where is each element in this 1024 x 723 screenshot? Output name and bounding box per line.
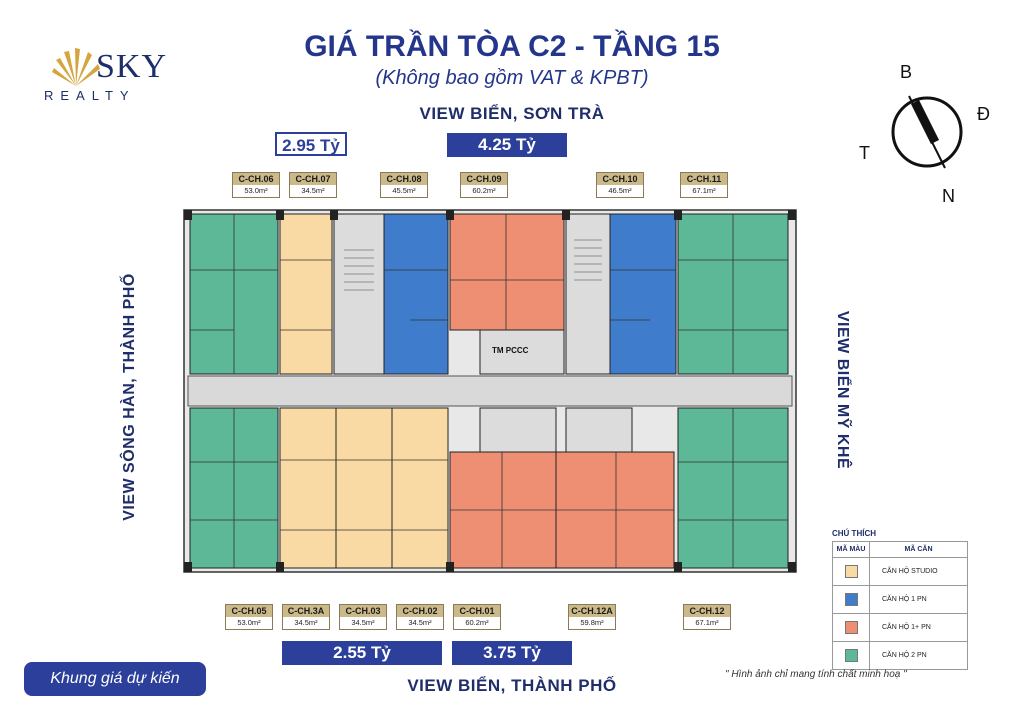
stair-core-bottom [565, 407, 633, 453]
unit-ch07 [279, 213, 333, 375]
legend-label: CĂN HỘ 1 PN [869, 585, 968, 614]
logo-subtext: REALTY [44, 88, 136, 103]
view-label-bottom: VIEW BIỂN, THÀNH PHỐ [407, 676, 617, 695]
compass-north: B [900, 62, 913, 82]
compass-south: N [942, 186, 955, 206]
core-pccc [479, 329, 565, 375]
legend-label: CĂN HỘ 1+ PN [869, 613, 968, 642]
legend-col-type: MÃ CĂN [869, 541, 968, 558]
unit-ch03 [335, 407, 393, 569]
legend-row: CĂN HỘ STUDIO [832, 557, 968, 586]
stair-core-right [565, 213, 611, 375]
core-label: TM PCCC [492, 346, 529, 355]
legend-label: CĂN HỘ STUDIO [869, 557, 968, 586]
unit-ch02 [391, 407, 449, 569]
disclaimer-note: " Hình ảnh chỉ mang tính chất minh hoạ " [725, 669, 907, 680]
price-top-right: 4.25 Tỷ [447, 133, 567, 157]
page-subtitle: (Không bao gồm VAT & KPBT) [375, 67, 649, 89]
price-bottom-right: 3.75 Tỷ [452, 641, 572, 665]
view-label-top: VIEW BIỂN, SƠN TRÀ [419, 104, 605, 123]
unit-ch3a [279, 407, 337, 569]
unit-ch10 [609, 213, 677, 375]
elevator-core [479, 407, 557, 453]
stair-core-left [333, 213, 385, 375]
legend-row: CĂN HỘ 1+ PN [832, 613, 968, 642]
view-label-left: VIEW SÔNG HÀN, THÀNH PHỐ [121, 273, 138, 521]
legend: CHÚ THÍCH MÃ MÀU MÃ CĂN CĂN HỘ STUDIO CĂ… [832, 529, 968, 670]
legend-row: CĂN HỘ 1 PN [832, 585, 968, 614]
legend-title: CHÚ THÍCH [832, 529, 876, 538]
legend-col-color: MÃ MÀU [832, 541, 870, 558]
compass-east: Đ [977, 104, 990, 124]
legend-swatch-studio [844, 565, 858, 578]
compass-icon [891, 95, 963, 169]
logo [40, 40, 170, 110]
logo-sunburst-icon [52, 48, 100, 86]
legend-row: CĂN HỘ 2 PN [832, 641, 968, 670]
compass: B Đ T N [850, 58, 1000, 208]
price-range-badge: Khung giá dự kiến [24, 662, 206, 696]
unit-ch09 [449, 213, 565, 331]
unit-ch08 [383, 213, 449, 375]
price-top-left: 2.95 Tỷ [275, 132, 347, 156]
legend-swatch-1plus [844, 621, 858, 634]
view-label-right: VIEW BIỂN MỸ KHÊ [834, 310, 851, 470]
legend-swatch-1pn [844, 593, 858, 606]
logo-text: SKY [96, 48, 168, 85]
page-title: GIÁ TRẦN TÒA C2 - TẦNG 15 [304, 30, 720, 63]
floor-plan [183, 209, 797, 573]
compass-west: T [859, 143, 870, 163]
legend-swatch-2pn [844, 649, 858, 662]
legend-label: CĂN HỘ 2 PN [869, 641, 968, 670]
corridor [187, 375, 793, 407]
price-bottom-left: 2.55 Tỷ [282, 641, 442, 665]
legend-table: MÃ MÀU MÃ CĂN CĂN HỘ STUDIO CĂN HỘ 1 PN … [832, 541, 968, 670]
